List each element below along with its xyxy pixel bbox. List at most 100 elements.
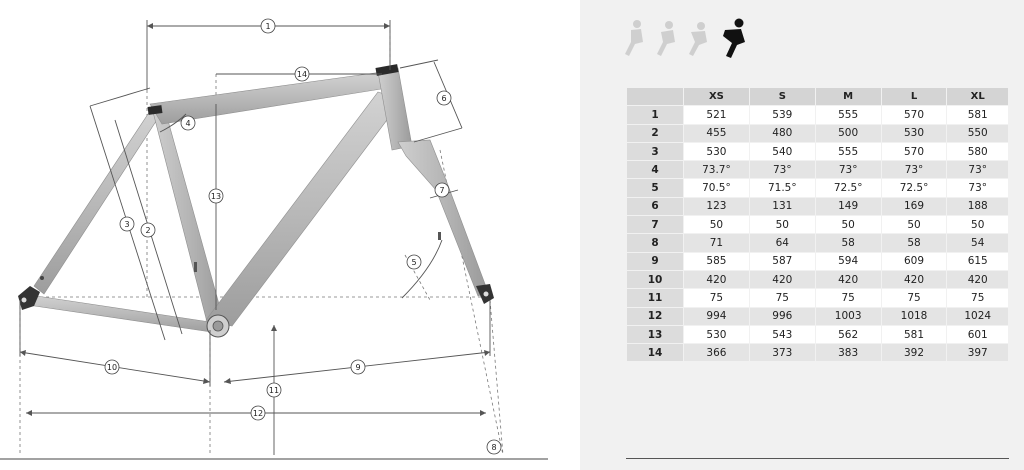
table-cell: 64 [749, 234, 815, 252]
table-cell: 530 [684, 325, 749, 344]
row-number: 6 [627, 197, 683, 216]
table-cell: 996 [749, 307, 815, 325]
callout-label: 3 [124, 220, 129, 229]
table-cell: 73° [947, 161, 1008, 179]
callout-1: 1 [260, 18, 276, 34]
table-cell: 1018 [881, 307, 947, 325]
table-cell: 73.7° [684, 161, 749, 179]
table-cell: 373 [749, 344, 815, 362]
row-number: 5 [627, 179, 683, 197]
size-header: L [881, 88, 947, 106]
callout-label: 13 [211, 192, 221, 201]
table-cell: 550 [947, 124, 1008, 142]
row-number: 1 [627, 106, 683, 124]
row-number: 13 [627, 325, 683, 344]
row-number: 11 [627, 289, 683, 307]
table-corner [627, 88, 683, 106]
callout-14: 14 [294, 66, 310, 82]
table-cell: 75 [815, 289, 881, 307]
table-cell: 420 [815, 270, 881, 289]
callout-label: 2 [145, 226, 150, 235]
cyclist-positions-icon [625, 18, 745, 58]
size-header: M [815, 88, 881, 106]
table-cell: 50 [947, 216, 1008, 234]
table-cell: 594 [815, 252, 881, 270]
table-cell: 555 [815, 106, 881, 124]
size-header: XS [684, 88, 749, 106]
table-cell: 455 [684, 124, 749, 142]
table-cell: 420 [749, 270, 815, 289]
table-bottom-rule [626, 458, 1009, 459]
dimension-arrows [20, 23, 490, 416]
dimension-lines [19, 20, 491, 455]
callout-11: 11 [266, 382, 282, 398]
callout-label: 5 [411, 258, 416, 267]
callout-3: 3 [119, 216, 135, 232]
callout-9: 9 [350, 359, 366, 375]
table-cell: 521 [684, 106, 749, 124]
size-header: XL [947, 88, 1008, 106]
table-cell: 75 [749, 289, 815, 307]
row-number: 2 [627, 124, 683, 142]
callout-5: 5 [406, 254, 422, 270]
callout-6: 6 [436, 90, 452, 106]
callout-4: 4 [180, 115, 196, 131]
table-cell: 530 [684, 142, 749, 161]
table-cell: 50 [815, 216, 881, 234]
table-cell: 392 [881, 344, 947, 362]
row-number: 10 [627, 270, 683, 289]
table-cell: 543 [749, 325, 815, 344]
callout-10: 10 [104, 359, 120, 375]
table-cell: 585 [684, 252, 749, 270]
table-cell: 601 [947, 325, 1008, 344]
callout-label: 1 [265, 22, 270, 31]
table-cell: 397 [947, 344, 1008, 362]
callout-13: 13 [208, 188, 224, 204]
table-cell: 366 [684, 344, 749, 362]
table-cell: 50 [749, 216, 815, 234]
callout-label: 9 [355, 363, 360, 372]
row-number: 3 [627, 142, 683, 161]
table-cell: 1003 [815, 307, 881, 325]
callout-8: 8 [486, 439, 502, 455]
table-cell: 1024 [947, 307, 1008, 325]
bike-frame [18, 64, 494, 338]
table-cell: 480 [749, 124, 815, 142]
table-cell: 54 [947, 234, 1008, 252]
table-cell: 570 [881, 106, 947, 124]
table-cell: 58 [881, 234, 947, 252]
table-cell: 73° [881, 161, 947, 179]
table-cell: 50 [684, 216, 749, 234]
table-cell: 420 [947, 270, 1008, 289]
table-cell: 420 [684, 270, 749, 289]
row-number: 7 [627, 216, 683, 234]
table-cell: 540 [749, 142, 815, 161]
callout-12: 12 [250, 405, 266, 421]
table-cell: 58 [815, 234, 881, 252]
table-cell: 609 [881, 252, 947, 270]
table-cell: 71.5° [749, 179, 815, 197]
callout-2: 2 [140, 222, 156, 238]
table-cell: 72.5° [881, 179, 947, 197]
table-cell: 539 [749, 106, 815, 124]
table-cell: 530 [881, 124, 947, 142]
row-number: 4 [627, 161, 683, 179]
row-number: 8 [627, 234, 683, 252]
table-cell: 70.5° [684, 179, 749, 197]
table-cell: 73° [947, 179, 1008, 197]
table-cell: 73° [815, 161, 881, 179]
